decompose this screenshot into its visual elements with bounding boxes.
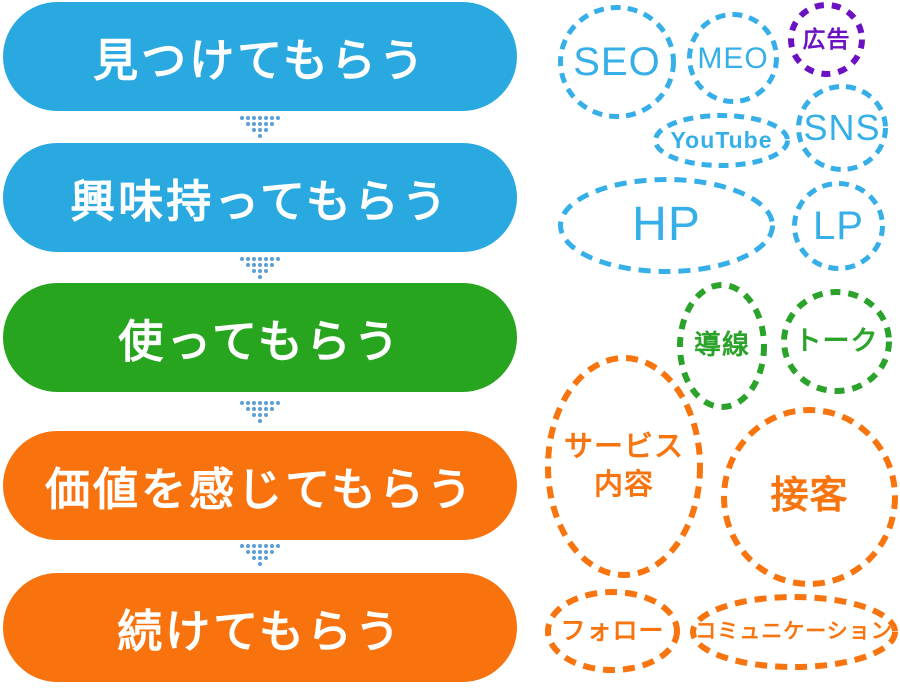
funnel-stage-1: 見つけてもらう [3, 2, 517, 111]
bubble-lp-label: LP [813, 204, 864, 248]
bubble-follow-label: フォロー [560, 616, 665, 645]
funnel-stage-3: 使ってもらう [3, 283, 517, 392]
funnel-stage-1-label: 見つけてもらう [93, 35, 427, 86]
bubble-ad-label: 広告 [802, 25, 851, 52]
bubble-ad: 広告 [787, 1, 866, 78]
funnel-stage-2: 興味持ってもらう [3, 143, 517, 252]
bubble-service: サービス 内容 [544, 354, 704, 579]
bubble-talk: トーク [780, 288, 893, 395]
bubble-hp: HP [557, 176, 776, 275]
bubble-hp-label: HP [632, 198, 701, 252]
bubble-talk-label: トーク [794, 325, 879, 356]
funnel-stage-5: 続けてもらう [3, 573, 517, 682]
bubble-service-label: サービス 内容 [563, 430, 684, 501]
dotted-down-arrow-icon [237, 257, 283, 279]
funnel-stage-5-label: 続けてもらう [117, 606, 403, 657]
bubble-follow: フォロー [544, 588, 681, 674]
dotted-down-arrow-icon [237, 544, 283, 566]
dotted-down-arrow-icon [237, 116, 283, 138]
dotted-down-arrow-icon [237, 401, 283, 423]
bubble-youtube: YouTube [652, 112, 791, 169]
bubble-lp: LP [791, 180, 886, 272]
bubble-dousen-label: 導線 [694, 330, 750, 361]
bubble-youtube-label: YouTube [670, 126, 773, 153]
bubble-sekkyaku: 接客 [720, 406, 899, 588]
bubble-sekkyaku-label: 接客 [770, 475, 849, 518]
bubble-seo: SEO [557, 4, 677, 120]
bubble-seo-label: SEO [573, 40, 661, 84]
bubble-meo-label: MEO [697, 41, 769, 75]
bubble-meo: MEO [686, 11, 780, 105]
bubble-sns: SNS [795, 83, 889, 173]
bubble-dousen: 導線 [676, 281, 768, 411]
funnel-stage-4: 価値を感じてもらう [3, 431, 517, 540]
bubble-sns-label: SNS [803, 106, 881, 148]
bubble-communication: コミュニケーション [689, 593, 899, 671]
bubble-communication-label: コミュニケーション [695, 620, 893, 644]
funnel-stage-3-label: 使ってもらう [118, 316, 402, 367]
funnel-stage-4-label: 価値を感じてもらう [45, 464, 475, 515]
funnel-stage-2-label: 興味持ってもらう [70, 176, 450, 227]
